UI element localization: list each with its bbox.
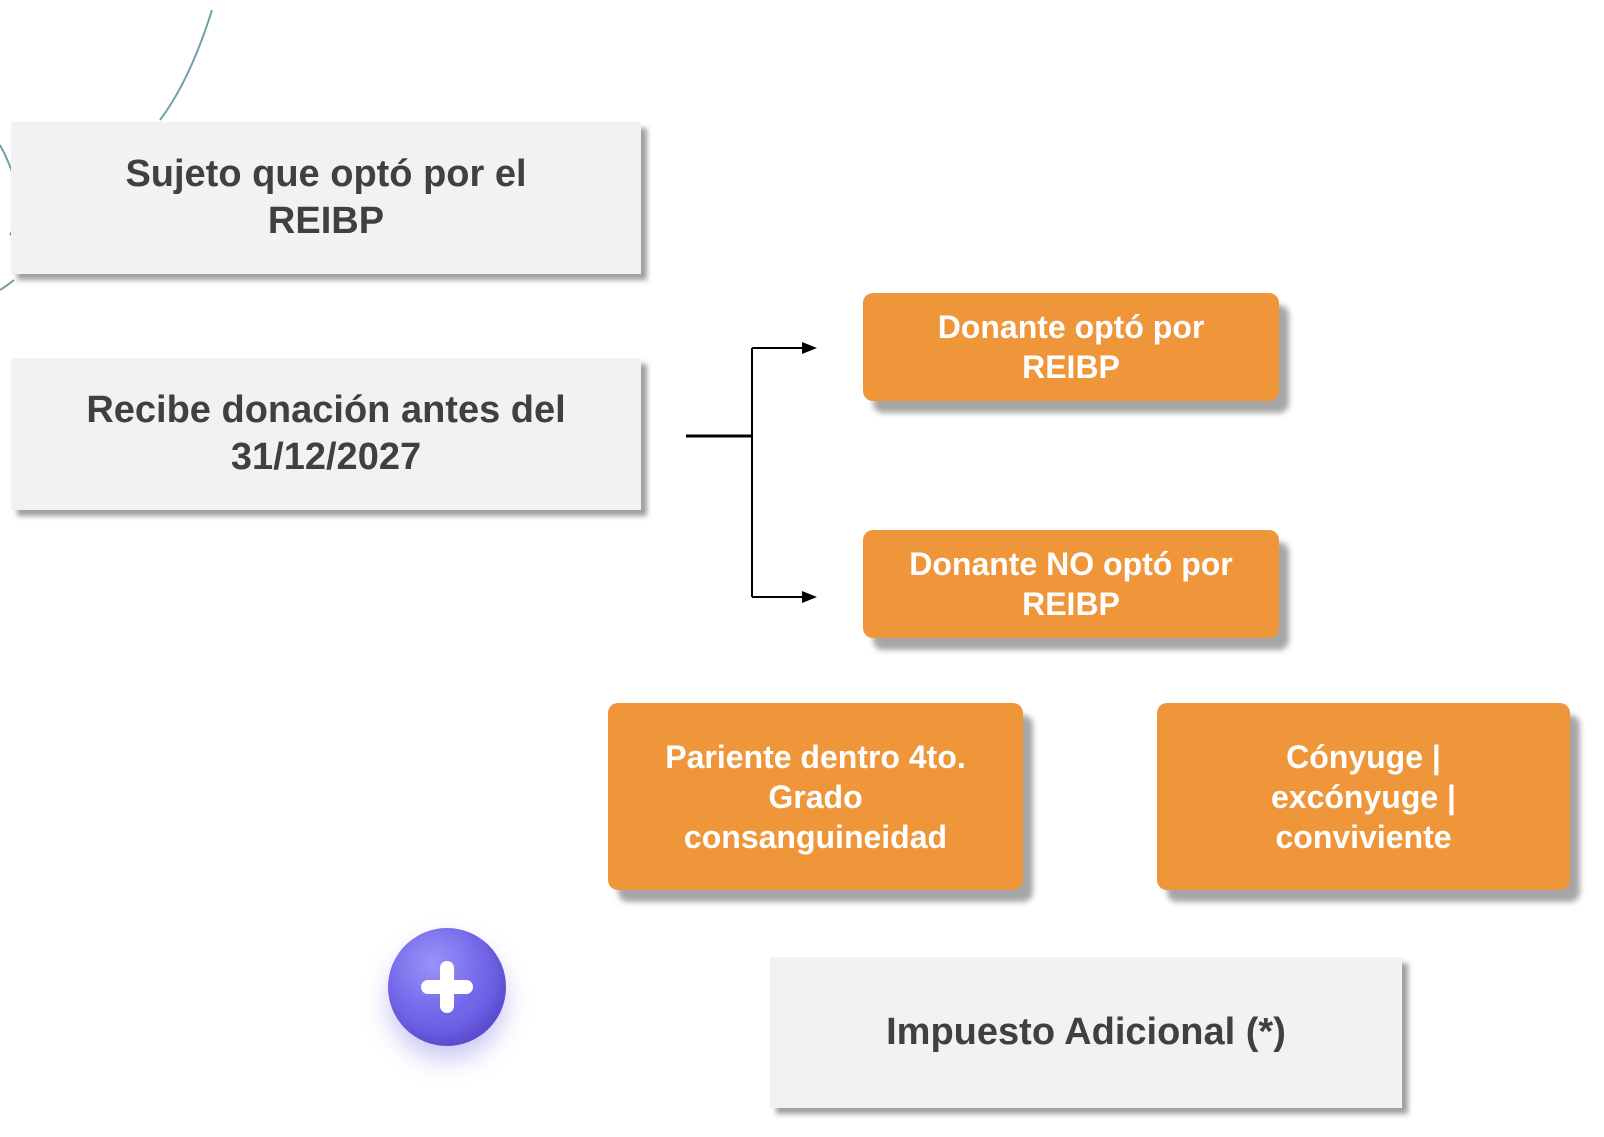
node-pariente-label: Pariente dentro 4to. Grado consanguineid… [665, 738, 966, 855]
add-button[interactable] [388, 928, 506, 1046]
node-impuesto-label: Impuesto Adicional (*) [886, 1010, 1286, 1053]
node-impuesto-adicional: Impuesto Adicional (*) [770, 957, 1402, 1108]
node-pariente: Pariente dentro 4to. Grado consanguineid… [608, 703, 1023, 890]
node-conyuge-label: Cónyuge | excónyuge | conviviente [1270, 738, 1456, 855]
node-donante-opto-label: Donante optó por REIBP [937, 309, 1205, 385]
node-recibe-donacion: Recibe donación antes del 31/12/2027 [11, 358, 641, 510]
arrowhead-top [802, 342, 817, 354]
node-sujeto-reibp: Sujeto que optó por el REIBP [11, 122, 641, 274]
arrowhead-bottom [802, 591, 817, 603]
decorative-arc-left-lower [0, 279, 15, 291]
decorative-arc-top [159, 9, 213, 121]
node-conyuge: Cónyuge | excónyuge | conviviente [1157, 703, 1570, 890]
node-donante-no-opto: Donante NO optó por REIBP [863, 530, 1279, 638]
plus-icon [421, 961, 473, 1013]
node-donante-no-opto-label: Donante NO optó por REIBP [909, 546, 1233, 622]
node-sujeto-label: Sujeto que optó por el REIBP [125, 152, 527, 243]
node-donante-opto: Donante optó por REIBP [863, 293, 1279, 401]
node-recibe-label: Recibe donación antes del 31/12/2027 [86, 388, 566, 479]
